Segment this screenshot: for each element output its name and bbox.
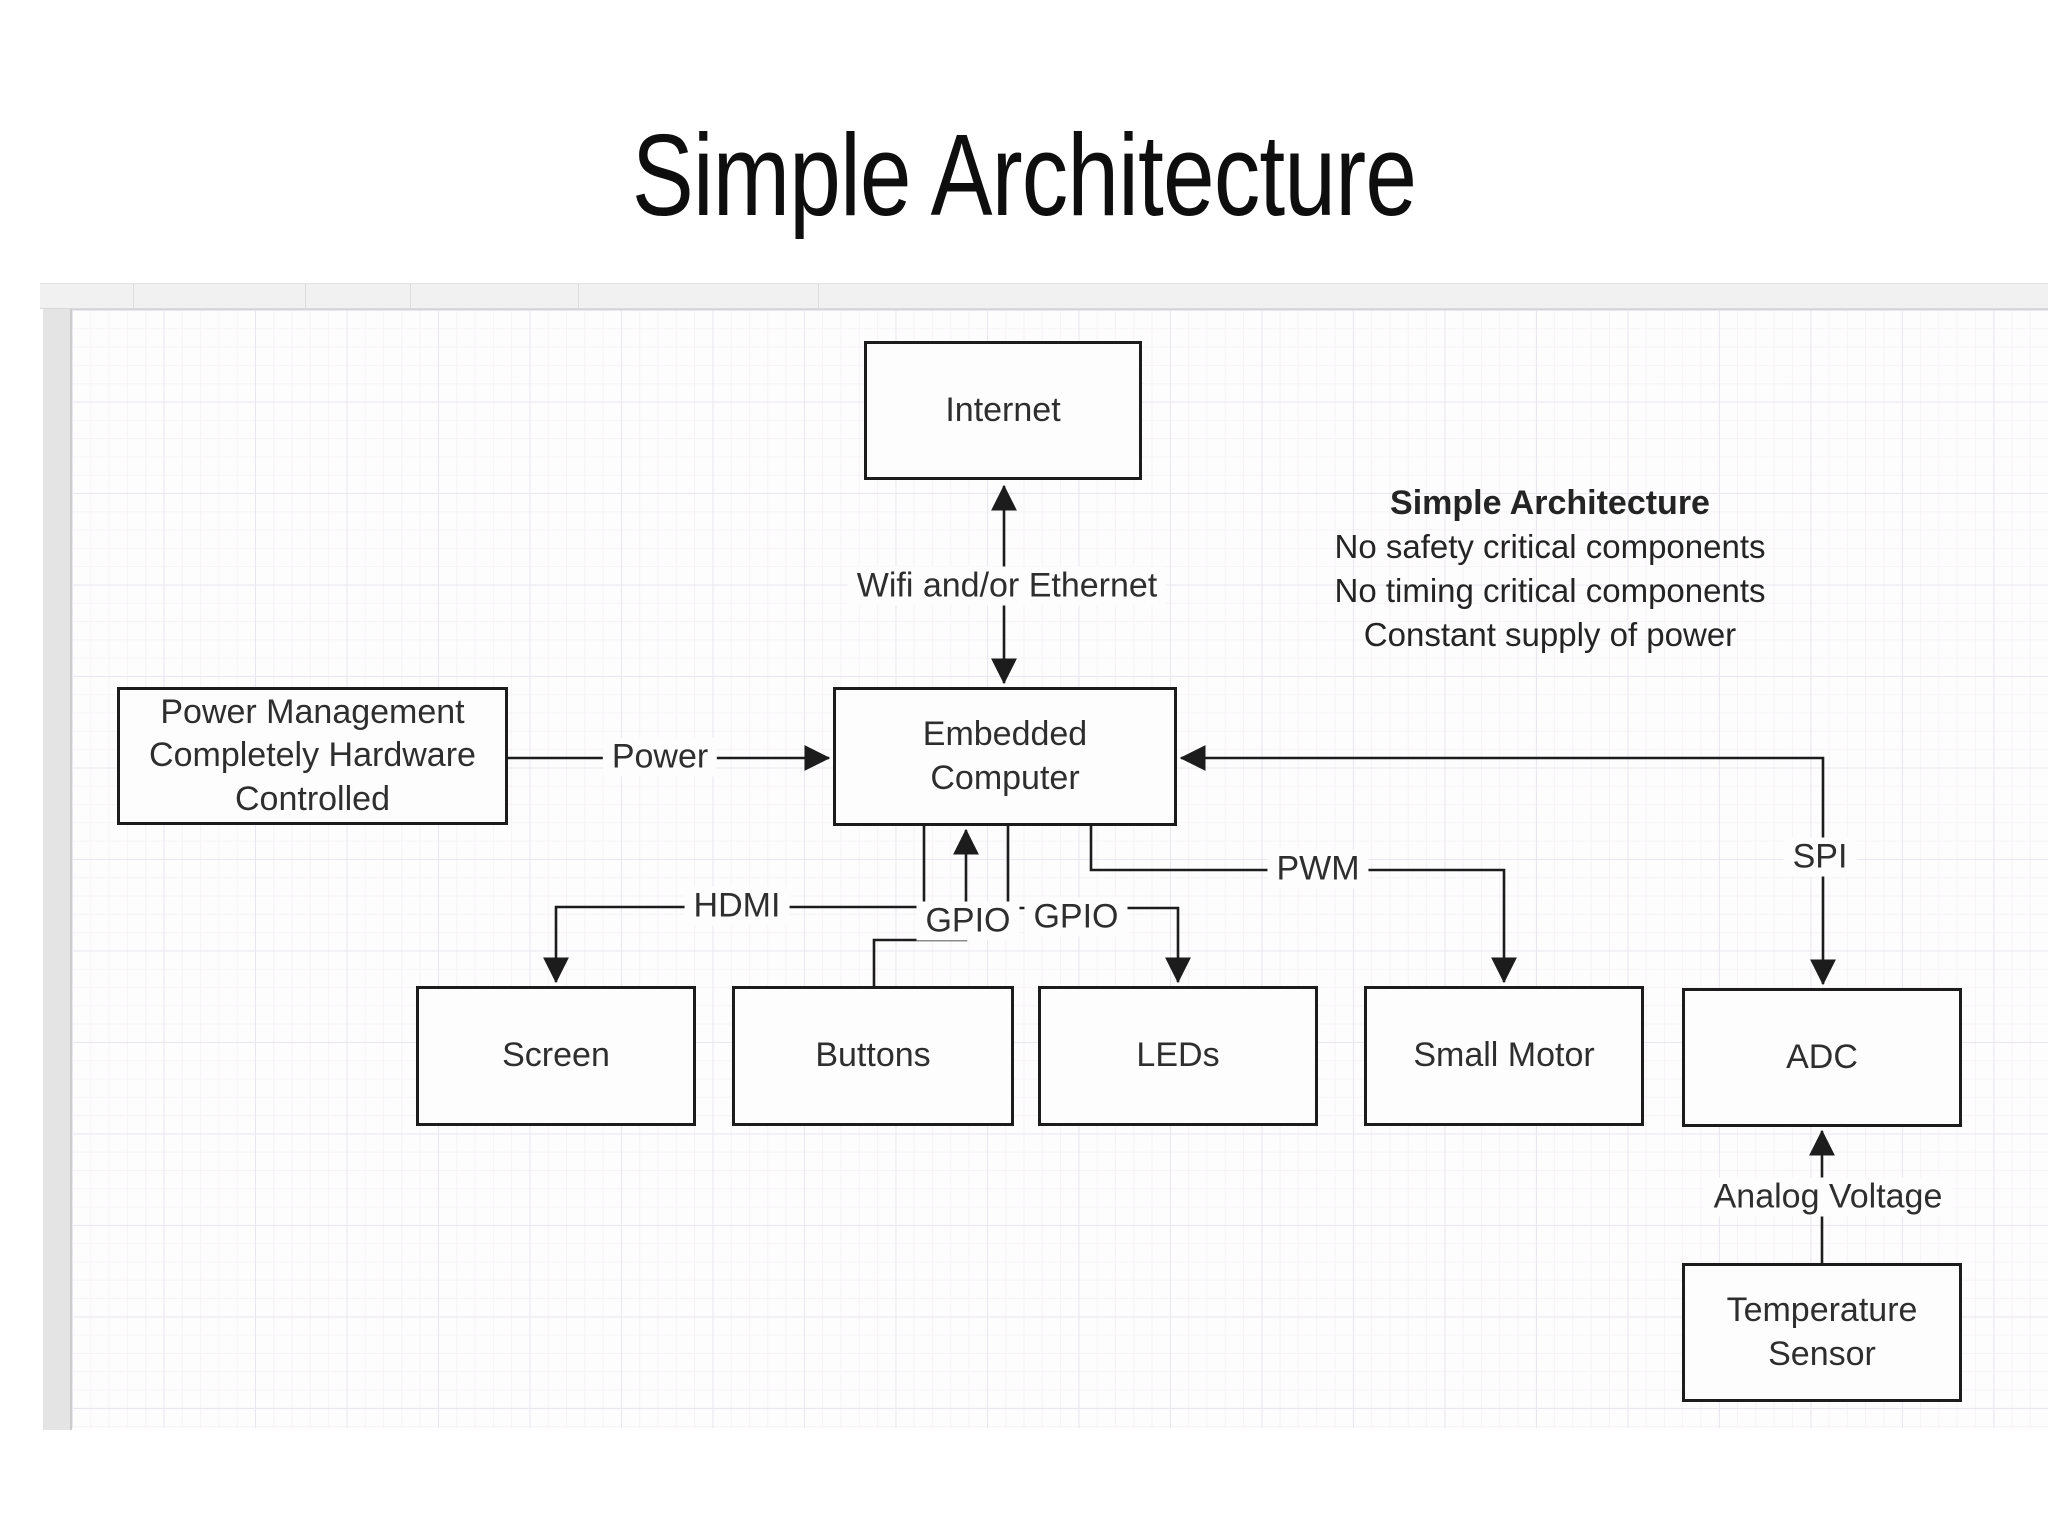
toolbar-separator <box>133 284 134 308</box>
annotation-line: No timing critical components <box>1334 572 1766 609</box>
node-temperature-sensor[interactable]: Temperature Sensor <box>1682 1263 1962 1402</box>
node-internet-label: Internet <box>945 390 1061 429</box>
edge-label-analog-voltage: Analog Voltage <box>1704 1177 1952 1217</box>
toolbar-separator <box>305 284 306 308</box>
toolbar-separator <box>818 284 819 308</box>
node-adc-label: ADC <box>1786 1037 1858 1076</box>
node-temperature-sensor-label: Temperature Sensor <box>1726 1290 1918 1373</box>
edge-label-gpio-buttons: GPIO <box>916 901 1020 941</box>
node-adc[interactable]: ADC <box>1682 988 1962 1127</box>
annotation-block: Simple Architecture No safety critical c… <box>1290 481 1810 657</box>
node-small-motor[interactable]: Small Motor <box>1364 986 1644 1126</box>
node-power-management[interactable]: Power Management Completely Hardware Con… <box>117 687 508 825</box>
edge-label-pwm: PWM <box>1267 849 1369 889</box>
node-embedded-computer[interactable]: Embedded Computer <box>833 687 1177 826</box>
node-internet[interactable]: Internet <box>864 341 1142 480</box>
node-small-motor-label: Small Motor <box>1413 1036 1595 1075</box>
node-embedded-computer-label: Embedded Computer <box>922 714 1088 797</box>
annotation-title: Simple Architecture <box>1390 484 1710 522</box>
edge-label-power: Power <box>602 737 718 777</box>
node-leds[interactable]: LEDs <box>1038 986 1318 1126</box>
annotation-line: No safety critical components <box>1334 528 1766 565</box>
toolbar-separator <box>578 284 579 308</box>
edge-label-spi: SPI <box>1783 837 1857 877</box>
node-screen-label: Screen <box>502 1036 610 1075</box>
node-buttons[interactable]: Buttons <box>732 986 1014 1126</box>
edge-label-wifi: Wifi and/or Ethernet <box>847 566 1167 606</box>
edge-label-hdmi: HDMI <box>684 886 790 926</box>
slide-title: Simple Architecture <box>631 110 1417 240</box>
annotation-line: Constant supply of power <box>1363 616 1737 653</box>
node-buttons-label: Buttons <box>815 1036 931 1075</box>
toolbar-separator <box>410 284 411 308</box>
node-leds-label: LEDs <box>1136 1036 1220 1075</box>
edge-label-gpio-leds: GPIO <box>1024 897 1128 937</box>
node-power-management-label: Power Management Completely Hardware Con… <box>149 692 476 818</box>
node-screen[interactable]: Screen <box>416 986 696 1126</box>
canvas-top-toolbar-strip <box>40 283 2048 309</box>
left-scrollbar-strip[interactable] <box>43 309 72 1430</box>
